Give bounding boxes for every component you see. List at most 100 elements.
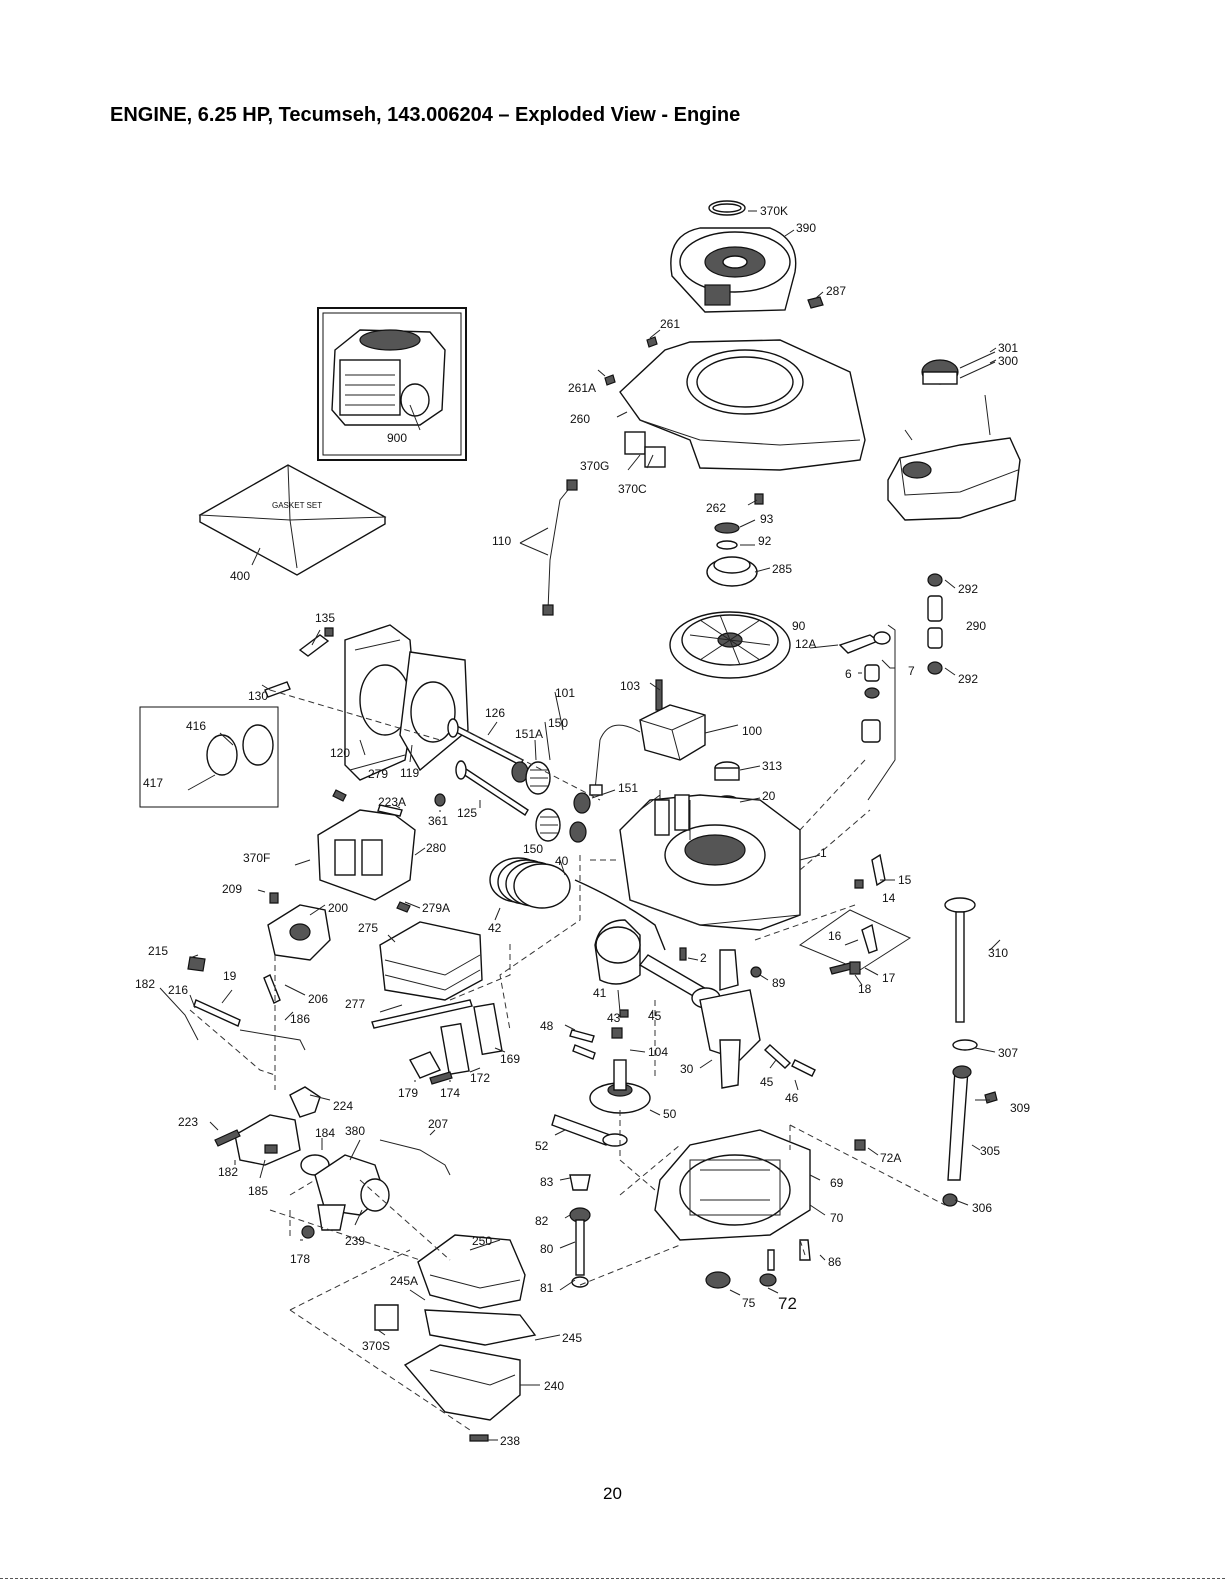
callout-238: 238 (500, 1434, 520, 1448)
callout-172: 172 (470, 1071, 490, 1085)
flywheel-stack (669, 493, 891, 679)
cylinder-block (619, 790, 801, 931)
callout-900: 900 (387, 431, 407, 445)
callout-309: 309 (1010, 1101, 1030, 1115)
callout-101: 101 (555, 686, 575, 700)
callout-216: 216 (168, 983, 188, 997)
callout-400: 400 (230, 569, 250, 583)
callout-370G: 370G (580, 459, 609, 473)
callout-89: 89 (772, 976, 786, 990)
callout-240: 240 (544, 1379, 564, 1393)
callout-306: 306 (972, 1201, 992, 1215)
air-filter (371, 921, 483, 1029)
callout-275: 275 (358, 921, 378, 935)
callout-215: 215 (148, 944, 168, 958)
callout-182-bottom: 182 (218, 1165, 238, 1179)
callout-93: 93 (760, 512, 774, 526)
callout-224: 224 (333, 1099, 353, 1113)
callout-290: 290 (966, 619, 986, 633)
callout-75: 75 (742, 1296, 756, 1310)
ignition-lead (519, 479, 578, 616)
callout-69: 69 (830, 1176, 844, 1190)
callout-416: 416 (186, 719, 206, 733)
callout-245A: 245A (390, 1274, 418, 1288)
callout-151A: 151A (515, 727, 543, 741)
callout-14: 14 (882, 891, 896, 905)
callout-120: 120 (330, 746, 350, 760)
callout-15: 15 (898, 873, 912, 887)
callout-50: 50 (663, 1107, 677, 1121)
callout-2: 2 (700, 951, 707, 965)
callout-370S: 370S (362, 1339, 390, 1353)
callout-82: 82 (535, 1214, 549, 1228)
carburetor-linkage (159, 892, 331, 1051)
callout-72A: 72A (880, 1151, 901, 1165)
callout-301: 301 (998, 341, 1018, 355)
bolts-mid (569, 1027, 816, 1077)
callout-126: 126 (485, 706, 505, 720)
callout-207: 207 (428, 1117, 448, 1131)
engine-sump (654, 1129, 866, 1289)
callout-43: 43 (607, 1011, 621, 1025)
callout-46: 46 (785, 1091, 799, 1105)
callout-169: 169 (500, 1052, 520, 1066)
callout-206: 206 (308, 992, 328, 1006)
callout-48: 48 (540, 1019, 554, 1033)
callout-41: 41 (593, 986, 607, 1000)
callout-104: 104 (648, 1045, 668, 1059)
callout-100: 100 (742, 724, 762, 738)
callout-174: 174 (440, 1086, 460, 1100)
page-title: ENGINE, 6.25 HP, Tecumseh, 143.006204 – … (110, 104, 741, 126)
cam-gear-stack (551, 1059, 651, 1288)
callout-110: 110 (492, 534, 511, 548)
gasket-set-label: GASKET SET (272, 501, 322, 510)
callout-70: 70 (830, 1211, 844, 1225)
crankshaft (679, 947, 762, 1089)
callout-17: 17 (882, 971, 896, 985)
cylinder-head (264, 624, 469, 781)
page-number: 20 (603, 1484, 622, 1503)
fuel-valve (861, 664, 881, 743)
callout-292-bottom: 292 (958, 672, 978, 686)
callout-277: 277 (345, 997, 365, 1011)
callout-19: 19 (223, 969, 237, 983)
callout-12A: 12A (795, 637, 816, 651)
callout-307: 307 (998, 1046, 1018, 1060)
callout-380: 380 (345, 1124, 365, 1138)
blower-housing (604, 336, 866, 471)
governor-linkage (798, 853, 912, 975)
callout-42: 42 (488, 921, 502, 935)
recoil-starter (670, 200, 824, 313)
callout-18: 18 (858, 982, 872, 996)
callout-300: 300 (998, 354, 1018, 368)
callout-239: 239 (345, 1234, 365, 1248)
callout-80: 80 (540, 1242, 554, 1256)
callout-184: 184 (315, 1126, 335, 1140)
callout-279: 279 (368, 767, 388, 781)
callout-52: 52 (535, 1139, 549, 1153)
callout-45-bottom: 45 (760, 1075, 774, 1089)
callout-250: 250 (472, 1234, 492, 1248)
breather-assembly (317, 789, 446, 913)
ignition-module (589, 679, 706, 796)
callout-200: 200 (328, 901, 348, 915)
callout-7: 7 (908, 664, 915, 678)
callout-125: 125 (457, 806, 477, 820)
callout-83: 83 (540, 1175, 554, 1189)
callout-72: 72 (778, 1294, 797, 1313)
callout-103: 103 (620, 679, 640, 693)
callout-20: 20 (762, 789, 776, 803)
bottom-divider (0, 1578, 1225, 1579)
piston-rings (489, 857, 571, 909)
breather-inset (139, 706, 279, 808)
callout-90: 90 (792, 619, 806, 633)
callout-45-top: 45 (648, 1009, 662, 1023)
callout-370C: 370C (618, 482, 647, 496)
dipstick-tube (942, 897, 998, 1207)
piston-conrod (574, 879, 721, 1018)
callout-305: 305 (980, 1144, 1000, 1158)
callout-81: 81 (540, 1281, 554, 1295)
gasket-set-envelope (198, 464, 387, 576)
callout-313: 313 (762, 759, 782, 773)
